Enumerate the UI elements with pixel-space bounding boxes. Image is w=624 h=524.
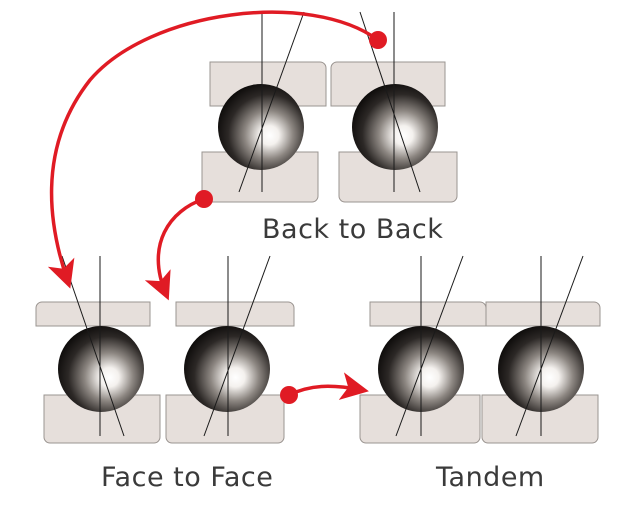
bearing-group-back-to-back — [201, 11, 458, 203]
arrow-curve — [288, 372, 369, 400]
label-tandem: Tandem — [436, 462, 545, 493]
outer-race — [175, 301, 295, 327]
inner-race — [359, 394, 481, 444]
ball — [218, 84, 304, 170]
bearing-back-left — [201, 11, 327, 203]
contact-angle-line — [515, 255, 584, 437]
label-back-to-back: Back to Back — [262, 214, 444, 245]
inner-race — [165, 394, 285, 444]
arrow-curve — [144, 197, 205, 301]
contact-angle-line — [238, 11, 305, 193]
bearing-tandem-right — [481, 255, 601, 444]
contact-angle-line — [203, 255, 271, 437]
ball — [352, 84, 438, 170]
arrow-curve — [47, 10, 380, 289]
bearing-tandem-left — [359, 255, 487, 444]
bearing-face-left — [35, 255, 161, 444]
bearing-group-face-to-face — [35, 255, 295, 444]
arrow-back-to-face-inner — [144, 190, 213, 301]
contact-angle-line — [395, 255, 464, 437]
ball — [184, 326, 270, 412]
inner-race — [338, 151, 458, 203]
label-face-to-face: Face to Face — [101, 462, 274, 493]
arrow-back-to-face-outer — [47, 10, 387, 289]
inner-race — [481, 394, 599, 444]
outer-race — [35, 301, 151, 327]
outer-race — [485, 301, 601, 327]
bearing-group-tandem — [359, 255, 601, 444]
inner-race — [43, 394, 161, 444]
arrow-face-to-tandem — [280, 372, 369, 404]
bearing-back-right — [330, 11, 458, 203]
outer-race — [369, 301, 487, 327]
bearing-face-right — [165, 255, 295, 444]
